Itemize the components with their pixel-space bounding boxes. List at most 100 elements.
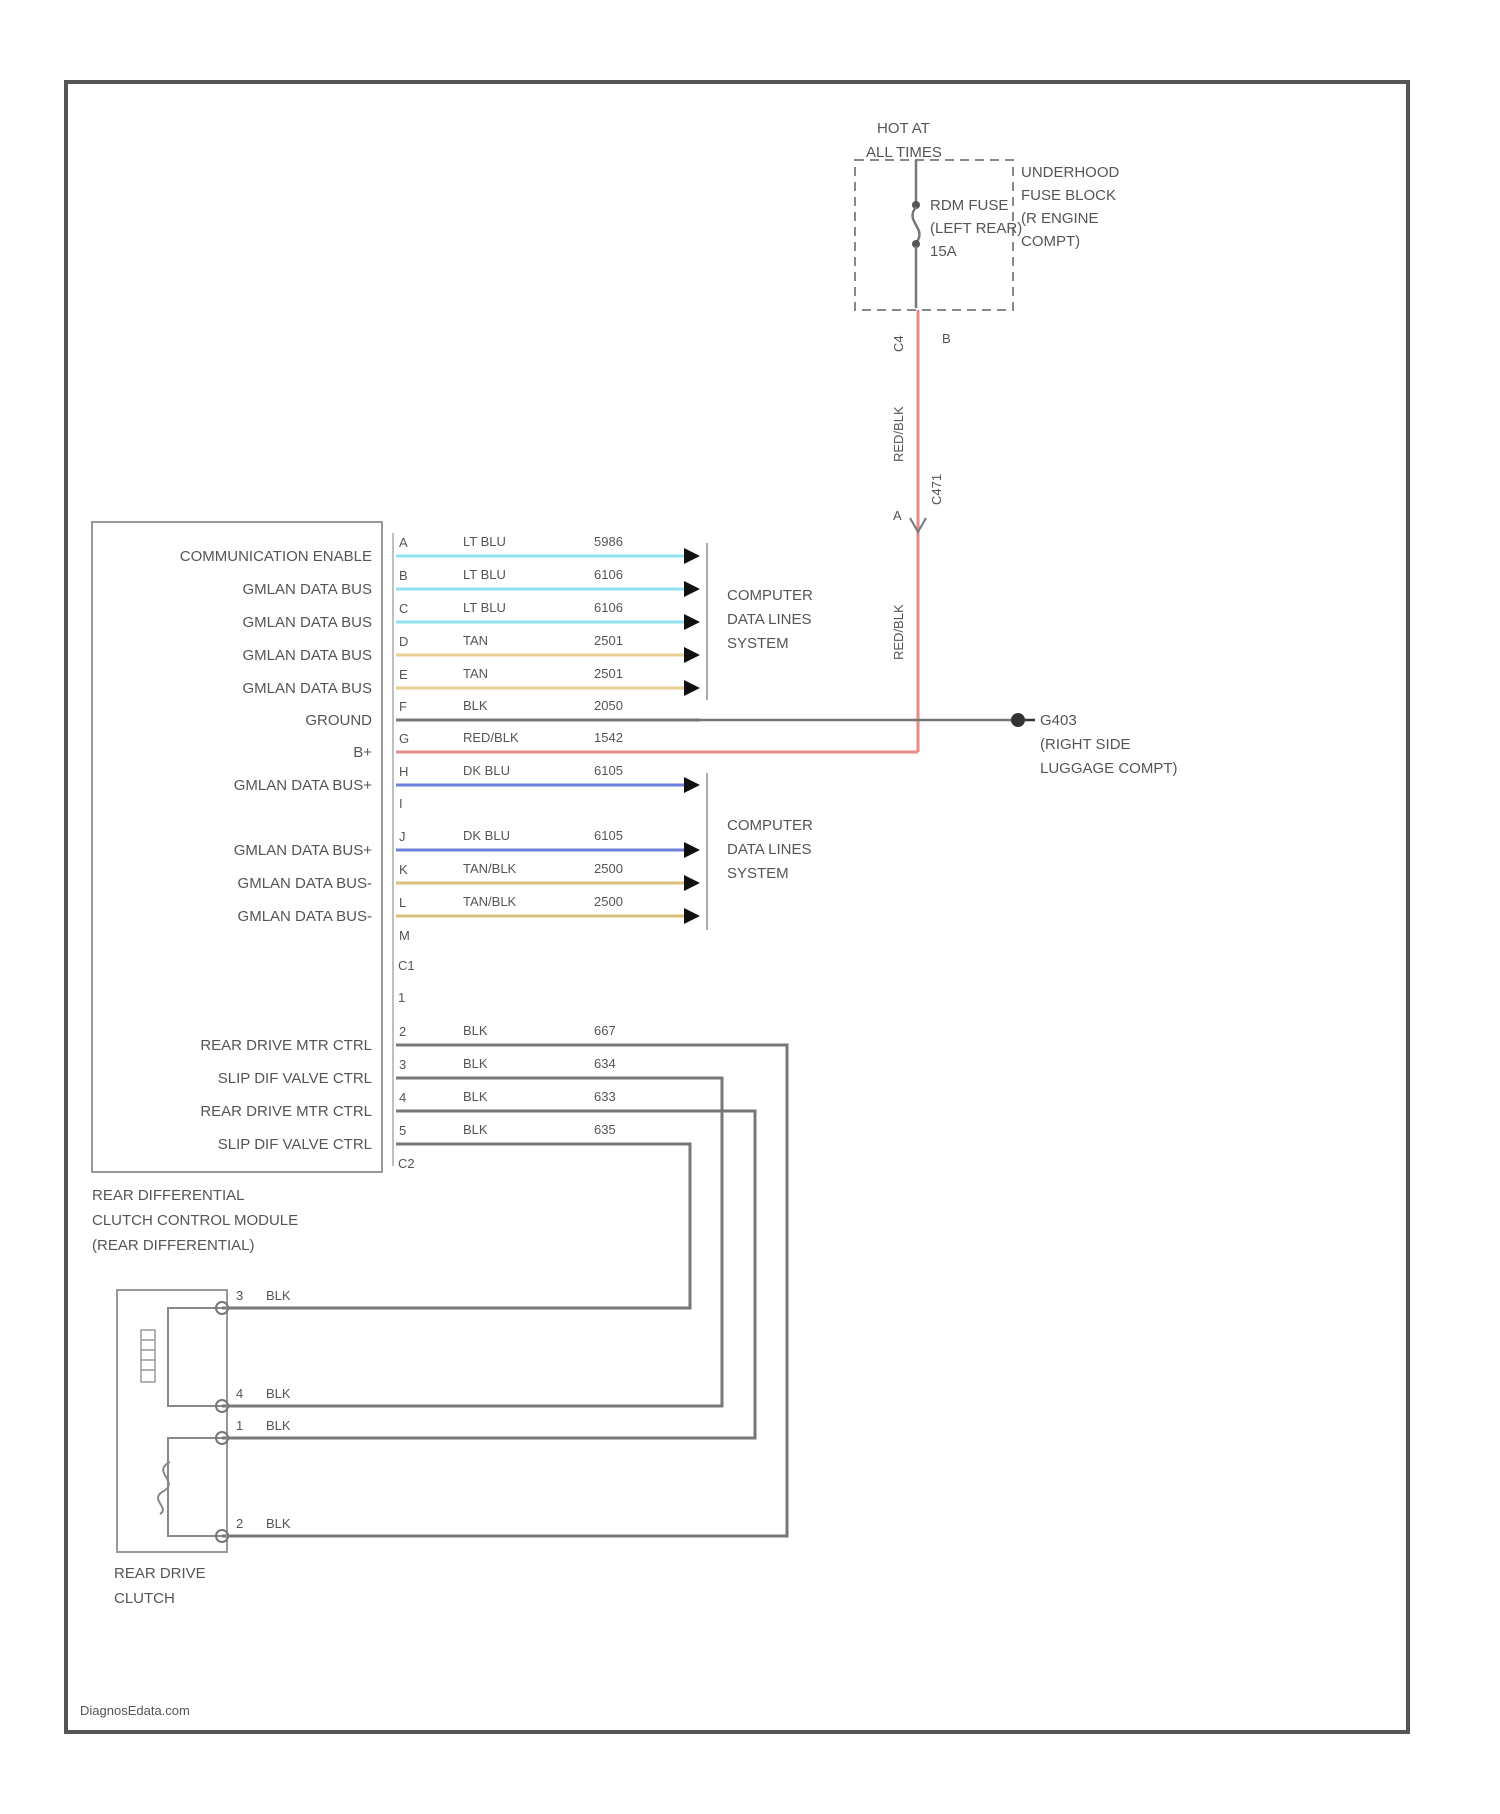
wire-color-label: LT BLU	[463, 534, 506, 549]
wire-color-label: RED/BLK	[463, 730, 519, 745]
module-pin-id: F	[399, 699, 407, 714]
circuit-number-label: 633	[594, 1089, 616, 1104]
module-pin-label: GMLAN DATA BUS+	[234, 777, 372, 794]
clutch-pin-id: 1	[236, 1418, 243, 1433]
all-times-label: ALL TIMES	[866, 144, 942, 161]
clutch-name-1: REAR DRIVE	[114, 1565, 206, 1582]
circuit-number-label: 667	[594, 1023, 616, 1038]
module-pin-id: E	[399, 667, 408, 682]
ground-id: G403	[1040, 712, 1077, 729]
module-pin-label: GMLAN DATA BUS-	[238, 875, 372, 892]
power-wire-color-upper: RED/BLK	[891, 406, 906, 462]
data-lines-bottom: COMPUTER DATA LINES SYSTEM	[707, 773, 813, 930]
module-pin-label: GMLAN DATA BUS	[243, 647, 372, 664]
module-pin-label: SLIP DIF VALVE CTRL	[218, 1070, 372, 1087]
module-pin-label: SLIP DIF VALVE CTRL	[218, 1136, 372, 1153]
circuit-number-label: 6105	[594, 763, 623, 778]
clutch-pin-id: 2	[236, 1516, 243, 1531]
module-pin-label: GMLAN DATA BUS-	[238, 908, 372, 925]
clutch-wire-color: BLK	[266, 1386, 291, 1401]
module-pin-label: REAR DRIVE MTR CTRL	[200, 1103, 372, 1120]
circuit-number-label: 2501	[594, 633, 623, 648]
arrow-right-icon	[684, 908, 700, 924]
arrow-right-icon	[684, 680, 700, 696]
module-pin-id: H	[399, 764, 408, 779]
module-name-3: (REAR DIFFERENTIAL)	[92, 1237, 255, 1254]
motor-circuit	[168, 1438, 222, 1536]
module-pin-id: 5	[399, 1123, 406, 1138]
module-pin-id: I	[399, 796, 403, 811]
circuit-number-label: 2501	[594, 666, 623, 681]
fuse-icon	[913, 207, 920, 243]
circuit-number-label: 6106	[594, 567, 623, 582]
data-lines-top-2: DATA LINES	[727, 611, 811, 628]
module-pin-label: GMLAN DATA BUS+	[234, 842, 372, 859]
wire-color-label: DK BLU	[463, 828, 510, 843]
module-pin-label: GMLAN DATA BUS	[243, 614, 372, 631]
ground-location-2: LUGGAGE COMPT)	[1040, 760, 1178, 777]
circuit-number-label: 635	[594, 1122, 616, 1137]
fuse-location-label: (LEFT REAR)	[930, 220, 1022, 237]
clutch-pin-id: 3	[236, 1288, 243, 1303]
data-lines-top-1: COMPUTER	[727, 587, 813, 604]
power-wire-connector-id: C471	[929, 474, 944, 505]
module-pin-id: G	[399, 731, 409, 746]
arrow-right-icon	[684, 777, 700, 793]
clutch-name-2: CLUTCH	[114, 1590, 175, 1607]
module-pin-id: D	[399, 634, 408, 649]
arrow-right-icon	[684, 581, 700, 597]
wire-color-label: BLK	[463, 1056, 488, 1071]
ground-icon	[1011, 713, 1025, 727]
circuit-number-label: 634	[594, 1056, 616, 1071]
data-lines-bottom-2: DATA LINES	[727, 841, 811, 858]
module-pin-label: COMMUNICATION ENABLE	[180, 548, 372, 565]
wire-color-label: BLK	[463, 1023, 488, 1038]
fuse-block-location-3: (R ENGINE	[1021, 210, 1099, 227]
wire-color-label: LT BLU	[463, 567, 506, 582]
module-pin-id: K	[399, 862, 408, 877]
fuse-block-location-1: UNDERHOOD	[1021, 164, 1120, 181]
solenoid-icon	[141, 1330, 155, 1382]
module-pin-label: GMLAN DATA BUS	[243, 680, 372, 697]
module-pin-id: 2	[399, 1024, 406, 1039]
wire-color-label: TAN/BLK	[463, 861, 517, 876]
fuse-out-pin-2: B	[942, 331, 951, 346]
fuse-block-location-2: FUSE BLOCK	[1021, 187, 1116, 204]
connector-c2-label: C2	[398, 1156, 415, 1171]
circuit-number-label: 6106	[594, 600, 623, 615]
power-wire-color-lower: RED/BLK	[891, 604, 906, 660]
wire-color-label: BLK	[463, 1089, 488, 1104]
arrow-right-icon	[684, 842, 700, 858]
clutch-wire-color: BLK	[266, 1288, 291, 1303]
extra-pin-label: 1	[398, 990, 405, 1005]
connector-c1-label: C1	[398, 958, 415, 973]
module-name-1: REAR DIFFERENTIAL	[92, 1187, 245, 1204]
fuse-rating-label: 15A	[930, 243, 957, 260]
circuit-number-label: 6105	[594, 828, 623, 843]
fuse-block-location-4: COMPT)	[1021, 233, 1080, 250]
module-pin-id: 4	[399, 1090, 406, 1105]
circuit-number-label: 2500	[594, 894, 623, 909]
module-pin-label: REAR DRIVE MTR CTRL	[200, 1037, 372, 1054]
module-pin-id: J	[399, 829, 406, 844]
watermark: DiagnosEdata.com	[80, 1703, 190, 1718]
wire-color-label: DK BLU	[463, 763, 510, 778]
module-pin-id: A	[399, 535, 408, 550]
clutch-wire-color: BLK	[266, 1418, 291, 1433]
module-name-2: CLUTCH CONTROL MODULE	[92, 1212, 298, 1229]
wire-color-label: TAN	[463, 633, 488, 648]
wire-color-label: BLK	[463, 1122, 488, 1137]
wire-color-label: TAN/BLK	[463, 894, 517, 909]
arrow-right-icon	[684, 875, 700, 891]
module-pin-label: B+	[353, 744, 372, 761]
data-lines-bottom-3: SYSTEM	[727, 865, 789, 882]
ground-point: G403 (RIGHT SIDE LUGGAGE COMPT)	[700, 712, 1178, 777]
power-wire: RED/BLK A C471 RED/BLK	[891, 310, 944, 752]
data-lines-top: COMPUTER DATA LINES SYSTEM	[707, 543, 813, 700]
fuse-out-pin: C4	[891, 335, 906, 352]
module-pin-id: C	[399, 601, 408, 616]
diagram-frame	[66, 82, 1408, 1732]
